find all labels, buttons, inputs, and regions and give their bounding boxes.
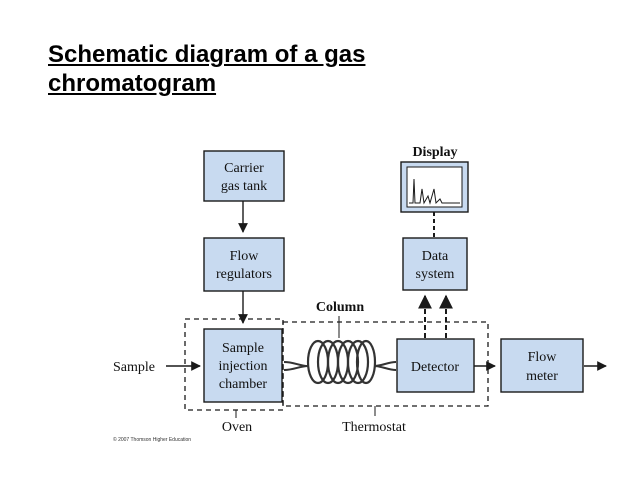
- detector-box: Detector: [396, 338, 475, 393]
- injection-line-3: chamber: [219, 377, 268, 392]
- carrier-line-2: gas tank: [221, 179, 267, 194]
- sample-label: Sample: [113, 360, 155, 375]
- page-title: Schematic diagram of a gas chromatogram: [48, 40, 608, 98]
- title-line-2: chromatogram: [48, 70, 217, 97]
- flow-meter-box: Flow meter: [500, 338, 584, 393]
- oven-enclosure: [184, 318, 284, 411]
- copyright-text: © 2007 Thomson Higher Education: [113, 436, 191, 443]
- detector-label: Detector: [411, 360, 460, 375]
- thermostat-label: Thermostat: [342, 420, 406, 435]
- data-system-line-1: Data: [422, 249, 449, 264]
- flow-meter-line-2: meter: [526, 369, 558, 384]
- column-coil-icon: [283, 339, 397, 385]
- display-monitor-icon: [400, 161, 469, 213]
- display-label: Display: [412, 145, 457, 160]
- injection-line-2: injection: [219, 359, 268, 374]
- regulators-line-1: Flow: [230, 249, 260, 264]
- sample-injection-chamber-box: Sample injection chamber: [203, 328, 283, 403]
- injection-line-1: Sample: [222, 341, 264, 356]
- flow-regulators-box: Flow regulators: [203, 237, 285, 292]
- carrier-gas-tank-box: Carrier gas tank: [203, 150, 285, 202]
- data-system-box: Data system: [402, 237, 468, 291]
- oven-label: Oven: [222, 420, 252, 435]
- carrier-line-1: Carrier: [224, 161, 264, 176]
- column-label: Column: [316, 300, 364, 315]
- regulators-line-2: regulators: [216, 267, 272, 282]
- flow-meter-line-1: Flow: [528, 350, 558, 365]
- title-line-1: Schematic diagram of a gas: [48, 41, 366, 68]
- data-system-line-2: system: [416, 267, 455, 282]
